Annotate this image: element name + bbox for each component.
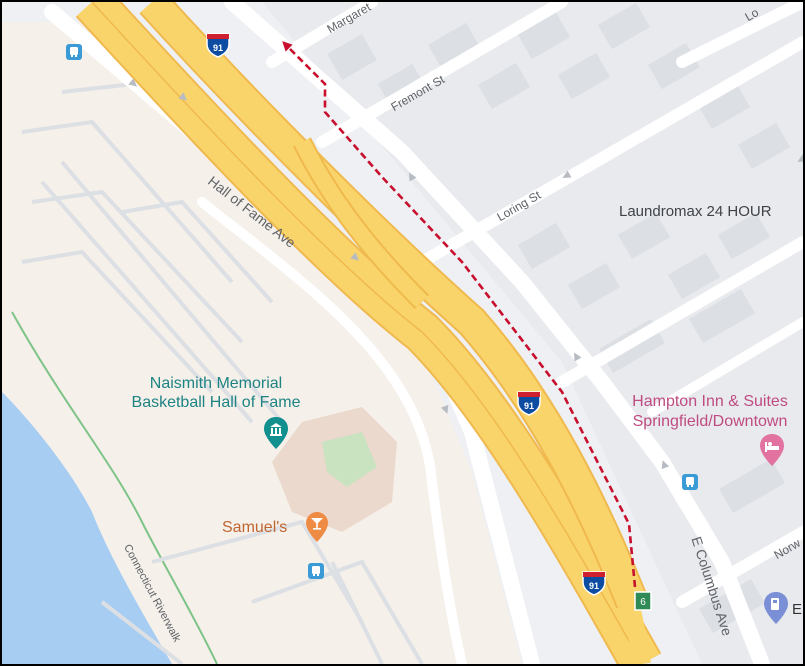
bar-icon[interactable] xyxy=(306,512,328,542)
hotel-icon[interactable] xyxy=(760,434,784,466)
svg-text:91: 91 xyxy=(589,581,599,591)
connecticut-river xyxy=(2,392,172,664)
svg-text:91: 91 xyxy=(524,401,534,411)
interstate-91[interactable] xyxy=(75,2,662,664)
poi-label-hall-of-fame-line2: Basketball Hall of Fame xyxy=(131,394,301,411)
svg-text:91: 91 xyxy=(213,43,223,53)
poi-label-hampton-inn-line1: Hampton Inn & Suites xyxy=(632,393,788,410)
poi-label-laundromax[interactable]: Laundromax 24 HOUR xyxy=(619,203,772,220)
bus-stop-icon[interactable] xyxy=(682,474,698,490)
poi-label-partial-right[interactable]: E xyxy=(792,601,803,618)
e-columbus-ave-road[interactable] xyxy=(224,2,770,664)
poi-label-samuels[interactable]: Samuel's xyxy=(222,519,288,536)
bus-stop-icon[interactable] xyxy=(66,44,82,60)
museum-icon[interactable] xyxy=(264,417,288,449)
i91-shield-icon: 91 xyxy=(517,391,541,416)
i91-shield-icon: 91 xyxy=(582,571,606,596)
poi-label-hall-of-fame[interactable]: Naismith Memorial Basketball Hall of Fam… xyxy=(102,374,330,412)
parking-lots xyxy=(21,79,424,664)
poi-label-hampton-inn-line2: Springfield/Downtown xyxy=(632,413,788,430)
poi-label-hampton-inn[interactable]: Hampton Inn & Suites Springfield/Downtow… xyxy=(610,392,803,432)
gas-station-icon[interactable] xyxy=(764,592,788,624)
exit-number-badge: 6 xyxy=(634,591,652,611)
poi-label-hall-of-fame-line1: Naismith Memorial xyxy=(149,375,283,392)
svg-text:6: 6 xyxy=(640,597,646,608)
bus-stop-icon[interactable] xyxy=(308,563,324,579)
route-line[interactable] xyxy=(282,41,637,588)
i91-shield-icon: 91 xyxy=(206,33,230,58)
